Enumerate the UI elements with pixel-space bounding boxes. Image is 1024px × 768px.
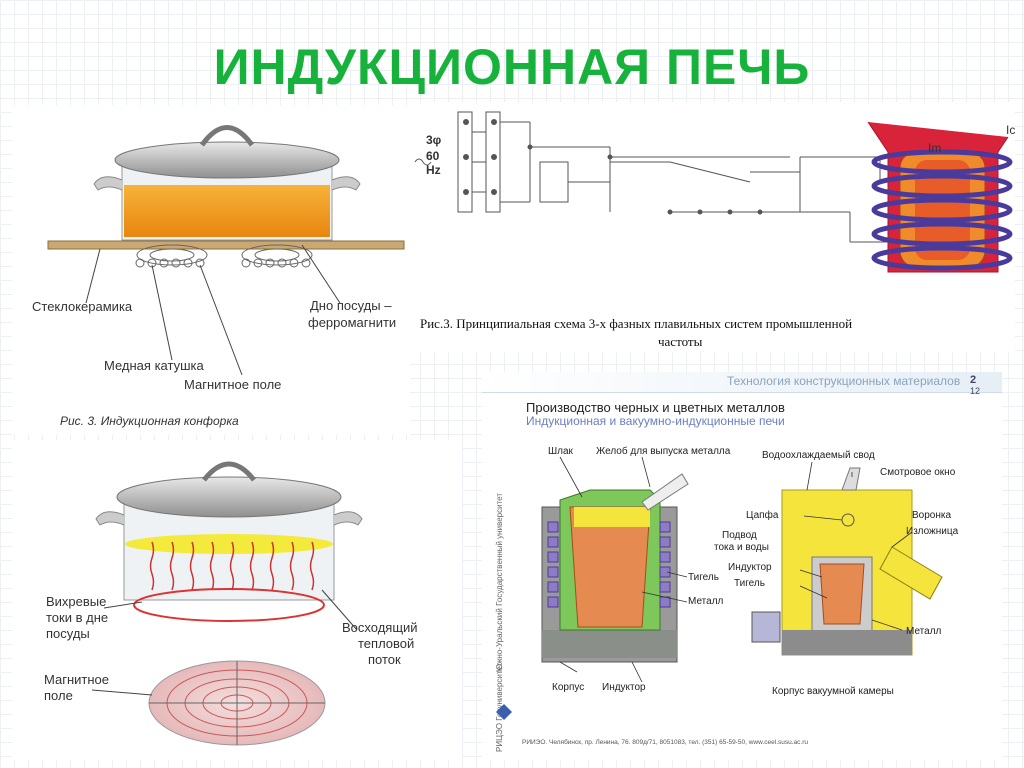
label-field-2: поле — [44, 688, 73, 703]
label-pot-bottom-1: Дно посуды – — [310, 298, 392, 313]
eddy-currents-panel: Вихревые токи в дне посуды Восходящий те… — [12, 440, 462, 760]
label-heat-3: поток — [368, 652, 401, 667]
label-body: Корпус — [552, 682, 584, 693]
label-mold: Изложница — [906, 526, 959, 537]
label-chamber: Корпус вакуумной камеры — [772, 686, 894, 697]
furnace-footer: РИИЭО. Челябинск, пр. Ленина, 76. 809д/7… — [522, 738, 808, 746]
label-trunnion: Цапфа — [746, 509, 779, 521]
label-eddy-2: токи в дне — [46, 610, 108, 625]
glass-ceramic-plate — [47, 240, 405, 250]
schematic-lines — [414, 111, 910, 243]
eddy-currents-diagram: Вихревые токи в дне посуды Восходящий те… — [44, 461, 418, 746]
label-heat-2: тепловой — [358, 636, 414, 651]
label-crucible: Тигель — [688, 572, 719, 583]
crucible-coil: Im Ic — [867, 121, 1015, 273]
label-hz: Hz — [426, 163, 441, 177]
side-text-2: РИЦЭО Госуниверситет — [495, 662, 504, 752]
furnace-header-bar — [482, 372, 1002, 393]
circuit-caption-line1: Рис.3. Принципиальная схема 3-х фазных п… — [420, 316, 852, 331]
label-slag: Шлак — [548, 446, 574, 457]
label-inductor: Индуктор — [602, 682, 646, 693]
label-window: Смотровое окно — [880, 467, 956, 478]
induction-burner-diagram: Стеклокерамика Дно посуды – ферромагнити… — [32, 125, 405, 428]
label-heat-1: Восходящий — [342, 620, 418, 635]
induction-burner-panel: Стеклокерамика Дно посуды – ферромагнити… — [12, 105, 410, 435]
copper-coils — [135, 244, 313, 268]
circuit-panel: 3φ 60 Hz Im Ic Рис.3. Принципиальная схе… — [410, 102, 1015, 352]
label-copper-coil: Медная катушка — [104, 358, 204, 373]
furnace-heading: Производство черных и цветных металлов — [526, 400, 785, 415]
side-text: Южно-Уральский Государственный университ… — [495, 493, 504, 672]
circuit-diagram: 3φ 60 Hz Im Ic Рис.3. Принципиальная схе… — [414, 111, 1015, 349]
burner-caption: Рис. 3. Индукционная конфорка — [60, 414, 239, 428]
label-funnel: Воронка — [912, 510, 951, 521]
pot — [93, 125, 361, 241]
furnace-page-number: 2 — [970, 374, 977, 386]
label-inductor-2: Индуктор — [728, 562, 772, 573]
label-glass-ceramic: Стеклокерамика — [32, 299, 133, 314]
slide-title: ИНДУКЦИОННАЯ ПЕЧЬ — [213, 39, 811, 95]
label-pot-bottom-2: ферромагнити — [308, 315, 396, 330]
label-feed-1: Подвод — [722, 530, 757, 541]
label-im: Im — [928, 141, 941, 155]
magnetic-field-plate — [148, 660, 326, 746]
label-metal: Металл — [688, 596, 724, 607]
label-roof: Водоохлаждаемый свод — [762, 450, 875, 461]
pot-2 — [95, 461, 363, 622]
circuit-caption-line2: частоты — [658, 334, 703, 349]
label-freq: 60 — [426, 149, 440, 163]
induction-furnace — [541, 473, 689, 663]
label-ic: Ic — [1006, 123, 1015, 137]
label-metal-2: Металл — [906, 626, 942, 637]
label-phase: 3φ — [426, 133, 442, 147]
label-chute: Желоб для выпуска металла — [596, 445, 731, 457]
label-magnetic-field: Магнитное поле — [184, 377, 281, 392]
furnace-subheading: Индукционная и вакуумно-индукционные печ… — [526, 414, 785, 428]
label-field-1: Магнитное — [44, 672, 109, 687]
vacuum-furnace — [751, 467, 943, 656]
label-feed-2: тока и воды — [714, 542, 769, 553]
label-eddy-1: Вихревые — [46, 594, 106, 609]
label-eddy-3: посуды — [46, 626, 90, 641]
label-crucible-2: Тигель — [734, 578, 765, 589]
furnace-panel: Технология конструкционных материалов 2 … — [482, 372, 1002, 760]
furnace-header-text: Технология конструкционных материалов — [727, 374, 961, 388]
furnace-page-sub: 12 — [970, 386, 981, 396]
furnace-diagram: Южно-Уральский Государственный университ… — [495, 445, 959, 752]
university-logo — [496, 704, 512, 720]
